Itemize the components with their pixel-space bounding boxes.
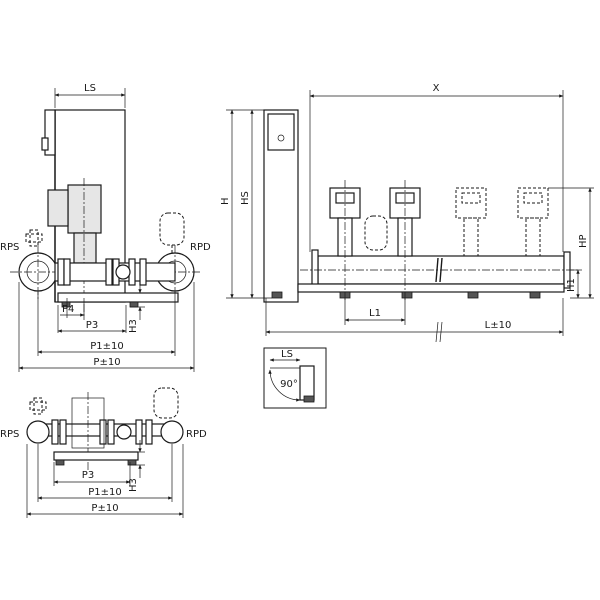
- pump-2: [389, 180, 421, 300]
- inset-ls: LS: [281, 349, 293, 360]
- dim-hp: HP: [578, 234, 589, 248]
- dim-h3-plan: H3: [128, 478, 139, 492]
- dim-h3: H3: [128, 319, 139, 333]
- baseframe-plan: [53, 451, 139, 461]
- plan-view: RPS RPD P3 H3 P1±10 P±10: [0, 387, 207, 518]
- label-rps: RPS: [0, 242, 19, 253]
- dim-h: H: [220, 197, 231, 205]
- valve-flange: [57, 258, 65, 286]
- dim-hs: HS: [240, 191, 251, 205]
- dim-h1: H1: [566, 278, 577, 292]
- pressure-tank-side-dashed: [364, 215, 388, 251]
- check-valve-plan: [116, 424, 132, 440]
- pump-4-optional: [517, 187, 549, 257]
- dim-p1-plan: P1±10: [88, 487, 122, 498]
- main-switch: [277, 134, 285, 142]
- pump-stage: [73, 232, 97, 264]
- valve-flange: [105, 258, 113, 286]
- suction-connection: [26, 420, 50, 444]
- cabinet-handle: [44, 109, 56, 156]
- foot: [61, 301, 71, 308]
- check-valve: [115, 264, 131, 280]
- dim-p: P±10: [93, 357, 120, 368]
- detail-inset: LS 90°: [263, 347, 327, 409]
- pressure-tank-dashed: [159, 212, 185, 255]
- dry-run-protection-plan-dashed: [29, 397, 47, 415]
- label-rpd: RPD: [190, 242, 211, 253]
- front-view: LS RPS RPD P4 P3 H3 P1±10 P±10: [0, 83, 211, 372]
- motor: [67, 184, 102, 234]
- pump-1: [329, 180, 361, 300]
- dim-p4: P4: [62, 304, 74, 315]
- inset-angle: 90°: [280, 379, 298, 390]
- dim-l: L±10: [485, 320, 512, 331]
- label-rpd-plan: RPD: [186, 429, 207, 440]
- dim-p3-plan: P3: [82, 470, 94, 481]
- label-rps-plan: RPS: [0, 429, 19, 440]
- motor-terminal-box: [47, 189, 69, 227]
- dim-p-plan: P±10: [91, 503, 118, 514]
- dim-p1: P1±10: [90, 341, 124, 352]
- side-view: X H HS HP H1 L1 L±10: [220, 83, 594, 343]
- dim-x: X: [433, 83, 440, 94]
- foot: [529, 291, 541, 299]
- dim-l1: L1: [369, 308, 381, 319]
- dim-p3: P3: [86, 320, 98, 331]
- pressure-tank-plan-dashed: [153, 387, 179, 419]
- pump-3-optional: [455, 187, 487, 257]
- foot: [401, 291, 413, 299]
- baseframe-side: [297, 283, 565, 293]
- dim-ls: LS: [84, 83, 96, 94]
- foot: [467, 291, 479, 299]
- inset-frame: [263, 347, 327, 409]
- discharge-connection: [160, 420, 184, 444]
- dry-run-protection-dashed: [25, 229, 43, 247]
- foot: [129, 301, 139, 308]
- baseframe: [57, 292, 179, 303]
